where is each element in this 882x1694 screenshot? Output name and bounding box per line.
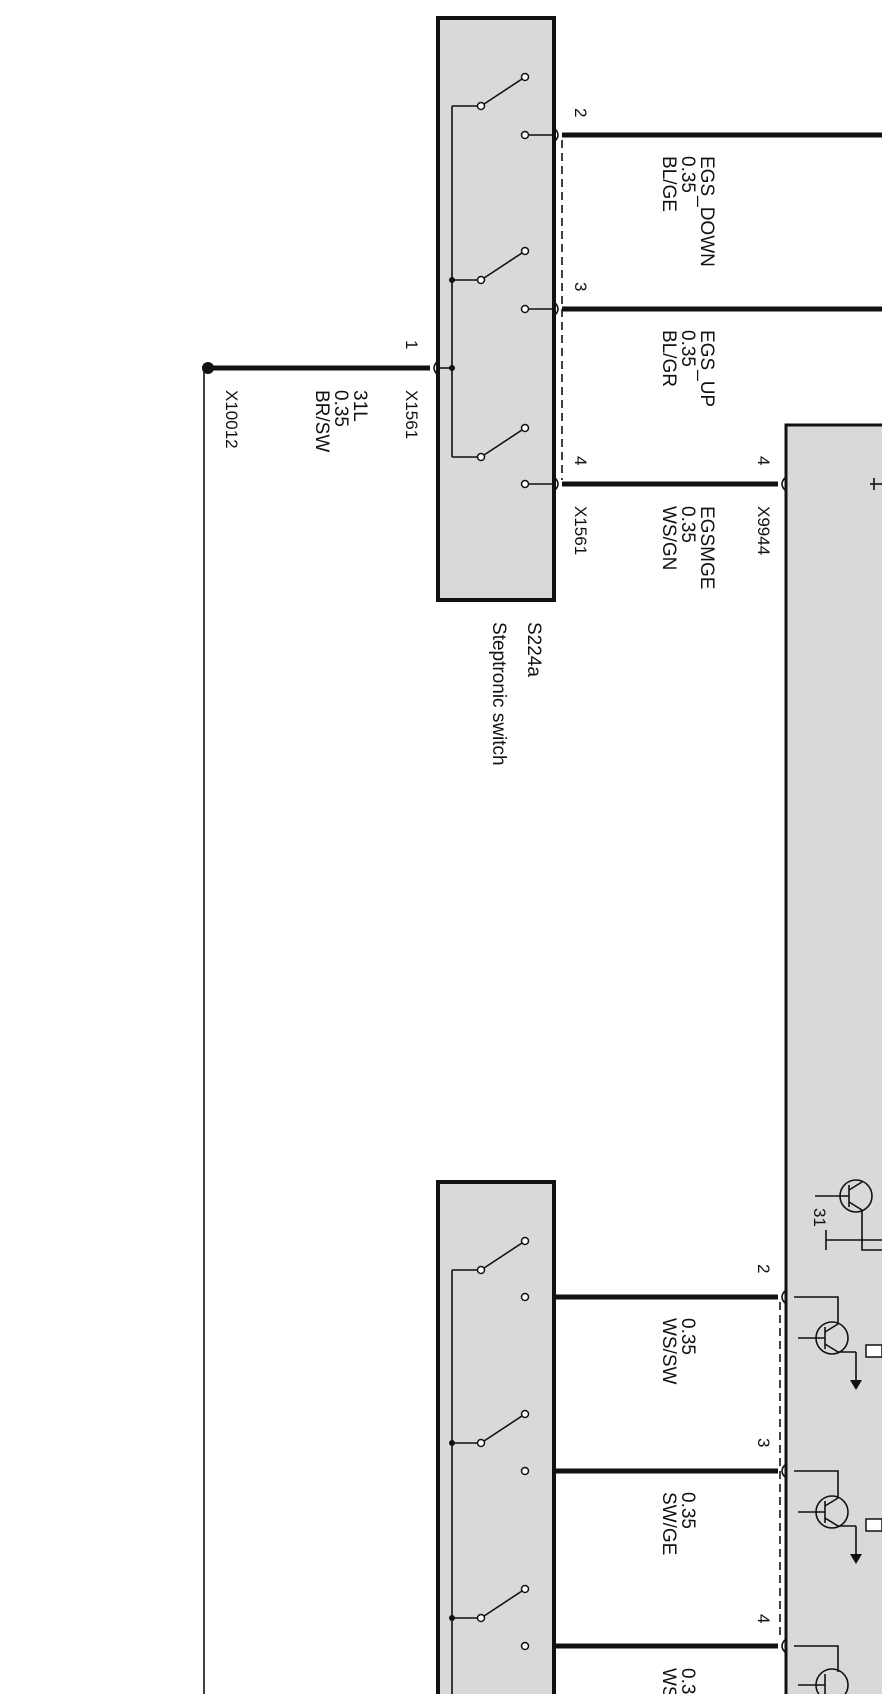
- ground-connector-x10012: X10012: [222, 390, 241, 449]
- pin-2-label: 2: [571, 108, 590, 117]
- ecu-transistors: [794, 1179, 882, 1694]
- wire-b3-size: 0.35: [677, 1668, 698, 1694]
- bottom-wires: [554, 1289, 787, 1654]
- top-wires: [553, 127, 882, 492]
- ecu-connector-x9944: X9944: [754, 506, 773, 555]
- wire-egs-down-color: BL/GE: [658, 156, 679, 212]
- top-switch-internals: [438, 72, 554, 489]
- wire-b2-color: SW/GE: [658, 1492, 679, 1555]
- wire-egs-up-size: 0.35: [677, 330, 698, 367]
- ecu-pin-4b-label: 4: [754, 1614, 773, 1623]
- connector-x1561-label: X1561: [571, 506, 590, 555]
- pin-4-label: 4: [571, 456, 590, 465]
- ecu-pin-4-label: 4: [754, 456, 773, 465]
- ecu-pin-2-label: 2: [754, 1264, 773, 1273]
- pin-1-label: 1: [402, 340, 421, 349]
- ecu-ground-31-label: 31: [810, 1208, 829, 1227]
- wire-egs-down-size: 0.35: [677, 156, 698, 193]
- connector-x1561-ground: X1561: [402, 390, 421, 439]
- wire-b1-color: WS/SW: [658, 1318, 679, 1385]
- wire-b3-color: WS/: [658, 1668, 679, 1694]
- pin-3-label: 3: [571, 282, 590, 291]
- control-unit-box: [784, 423, 882, 1694]
- wire-egsmge-color: WS/GN: [658, 506, 679, 570]
- ecu-pin-3-label: 3: [754, 1438, 773, 1447]
- ground-wire-id: 31L: [349, 390, 370, 422]
- switch-id-label: S224a: [523, 622, 544, 677]
- wire-egs-up-signal: EGS_UP: [696, 330, 717, 407]
- ground-wire-color: BR/SW: [311, 390, 332, 452]
- wire-egs-up-color: BL/GR: [658, 330, 679, 387]
- ground-wire-size: 0.35: [330, 390, 351, 427]
- wire-b1-size: 0.35: [677, 1318, 698, 1355]
- ground-wire: [202, 360, 439, 1694]
- wire-egs-down-signal: EGS_DOWN: [696, 156, 717, 267]
- switch-name-label: Steptronic switch: [488, 622, 509, 766]
- wire-egsmge-signal: EGSMGE: [696, 506, 717, 589]
- bottom-switch-internals: [449, 1236, 530, 1694]
- wire-b2-size: 0.35: [677, 1492, 698, 1529]
- wire-egsmge-size: 0.35: [677, 506, 698, 543]
